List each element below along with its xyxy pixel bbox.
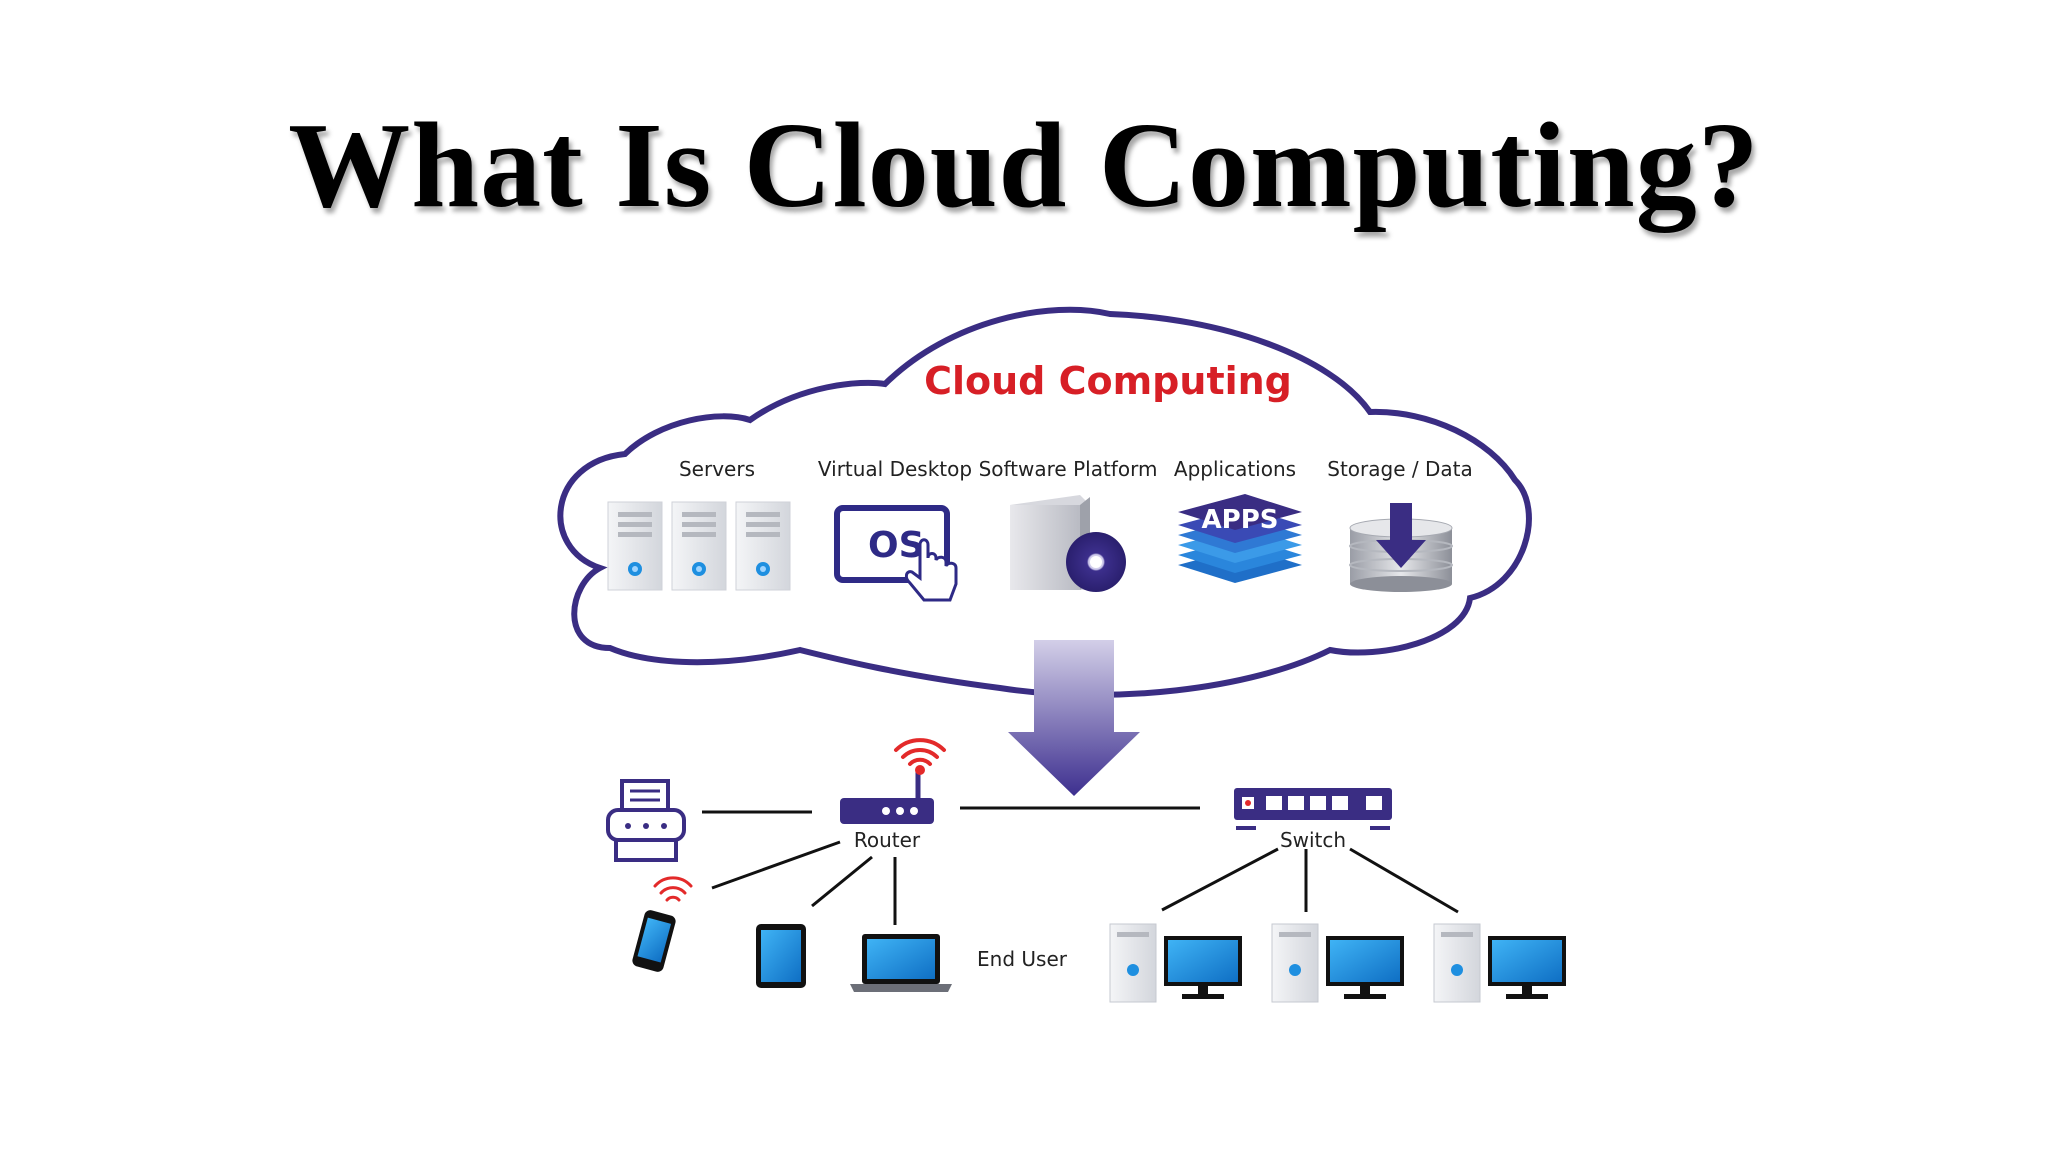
router-icon: [840, 772, 934, 824]
apps-stack-icon: APPS: [1178, 494, 1302, 583]
network-switch-icon: [1234, 788, 1392, 830]
printer-icon: [606, 779, 686, 862]
service-label-applications: Applications: [1174, 457, 1296, 481]
end-user-label: End User: [977, 947, 1068, 971]
router-label: Router: [854, 828, 921, 852]
network-connections: [702, 806, 1459, 925]
desktop-computer-icon: [1109, 923, 1242, 1003]
service-label-virtual-desktop: Virtual Desktop: [818, 457, 972, 481]
desktop-computer-icon: [1271, 923, 1404, 1003]
switch-label: Switch: [1280, 828, 1346, 852]
router-wifi-icon: [894, 738, 946, 775]
server-rack-icon: [607, 501, 791, 591]
database-download-icon: [1349, 503, 1453, 592]
service-label-software-platform: Software Platform: [979, 457, 1158, 481]
service-label-storage-data: Storage / Data: [1327, 457, 1472, 481]
slide-title: What Is Cloud Computing?: [288, 98, 1760, 233]
down-arrow: [1008, 640, 1140, 796]
os-touch-icon: OS: [834, 505, 958, 602]
os-icon-text: OS: [868, 525, 925, 566]
laptop-icon: [850, 934, 952, 992]
smartphone-wifi-icon: [653, 876, 693, 902]
smartphone-icon: [632, 910, 676, 972]
desktop-computer-icon: [1433, 923, 1566, 1003]
apps-icon-text: APPS: [1202, 505, 1279, 535]
tablet-icon: [756, 924, 806, 988]
service-label-servers: Servers: [679, 457, 755, 481]
software-box-disc-icon: [1010, 495, 1126, 592]
cloud-title: Cloud Computing: [924, 359, 1292, 403]
